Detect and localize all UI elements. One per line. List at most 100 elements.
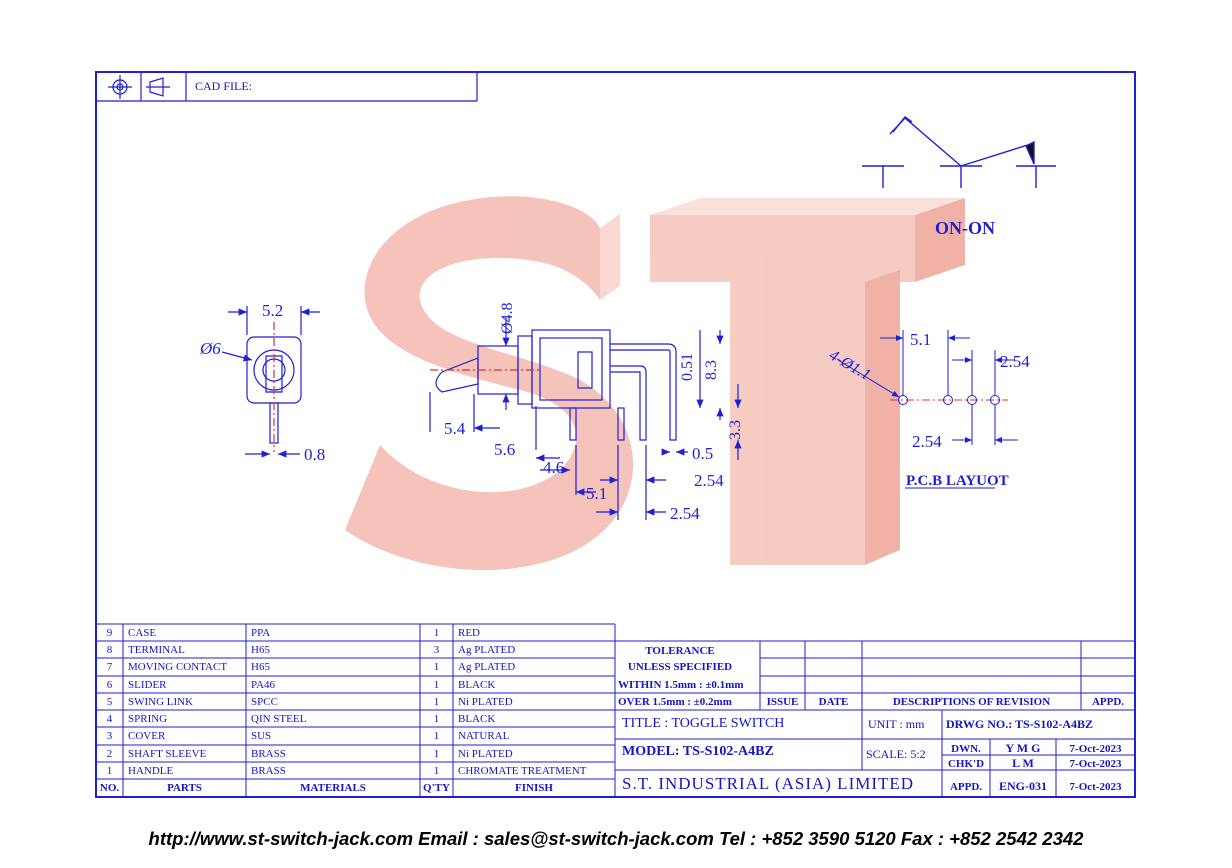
footer-contact: http://www.st-switch-jack.com Email : sa… — [148, 828, 1084, 849]
parts-cell-part: MOVING CONTACT — [128, 661, 228, 673]
parts-header-material: MATERIALS — [300, 782, 366, 794]
parts-header-no: NO. — [99, 782, 120, 794]
rev-appd: APPD. — [1091, 696, 1125, 708]
parts-cell-part: CASE — [128, 627, 157, 639]
parts-cell-material: BRASS — [251, 748, 286, 760]
dim-p254b: 2.54 — [670, 504, 700, 523]
dim-l46: 4.6 — [543, 458, 564, 477]
parts-cell-material: QIN STEEL — [251, 713, 307, 725]
tolerance-line3: WITHIN 1.5mm : ±0.1mm — [618, 679, 744, 691]
dim-h33: 3.3 — [727, 420, 744, 440]
parts-cell-no: 1 — [106, 765, 113, 777]
parts-cell-no: 5 — [106, 696, 113, 708]
rev-desc: DESCRIPTIONS OF REVISION — [892, 696, 1051, 708]
rev-date: DATE — [818, 696, 849, 708]
appd-date: 7-Oct-2023 — [1069, 781, 1122, 793]
parts-cell-material: PPA — [251, 627, 271, 639]
parts-cell-qty: 1 — [433, 696, 440, 708]
dim-dia48: Ø4.8 — [499, 302, 516, 334]
appd-label: APPD. — [949, 781, 983, 793]
chk-date: 7-Oct-2023 — [1069, 758, 1122, 770]
tolerance-line4: OVER 1.5mm : ±0.2mm — [618, 696, 732, 708]
pcb-hole — [990, 395, 1000, 405]
parts-header-part: PARTS — [167, 782, 202, 794]
parts-cell-qty: 1 — [433, 661, 440, 673]
dwn-date: 7-Oct-2023 — [1069, 743, 1122, 755]
parts-cell-finish: Ni PLATED — [458, 748, 513, 760]
pcb-layout — [837, 330, 1018, 489]
parts-header-finish: FINISH — [515, 782, 553, 794]
parts-cell-material: H65 — [251, 661, 270, 673]
parts-cell-finish: Ni PLATED — [458, 696, 513, 708]
side-view — [429, 318, 742, 520]
parts-cell-part: HANDLE — [128, 765, 174, 777]
circuit-label: ON-ON — [935, 218, 995, 238]
parts-cell-part: SWING LINK — [128, 696, 194, 708]
parts-cell-material: H65 — [251, 644, 270, 656]
parts-cell-no: 7 — [106, 661, 113, 673]
dim-h051: 0.51 — [679, 353, 696, 381]
pcb-dim-a: 5.1 — [910, 330, 931, 349]
parts-cell-qty: 1 — [433, 765, 440, 777]
title-block-grid — [96, 623, 1135, 797]
dim-h83: 8.3 — [703, 360, 720, 380]
parts-cell-no: 2 — [106, 748, 113, 760]
parts-cell-qty: 1 — [433, 730, 440, 742]
company-name: S.T. INDUSTRIAL (ASIA) LIMITED — [622, 774, 915, 793]
model-text: MODEL: TS-S102-A4BZ — [622, 744, 774, 759]
chk-label: CHK'D — [947, 758, 985, 770]
parts-cell-no: 8 — [106, 644, 113, 656]
tolerance-line2: UNLESS SPECIFIED — [627, 661, 733, 673]
pcb-hole — [943, 395, 953, 405]
appd-name: ENG-031 — [999, 779, 1047, 793]
dim-l56: 5.6 — [494, 440, 515, 459]
tolerance-line1: TOLERANCE — [645, 645, 715, 657]
st-watermark: ST — [345, 196, 965, 571]
dim-p254a: 2.54 — [694, 471, 724, 490]
parts-cell-qty: 1 — [433, 679, 440, 691]
parts-cell-no: 6 — [106, 679, 113, 691]
parts-cell-qty: 1 — [433, 713, 440, 725]
parts-cell-qty: 3 — [433, 644, 440, 656]
parts-cell-qty: 1 — [433, 627, 440, 639]
parts-cell-material: PA46 — [251, 679, 276, 691]
dim-front-width: 5.2 — [262, 301, 283, 320]
title-text: TITLE : TOGGLE SWITCH — [622, 716, 785, 731]
pcb-hole — [898, 395, 908, 405]
pcb-title: P.C.B LAYUOT — [906, 473, 1009, 489]
scale-text: SCALE: 5:2 — [866, 747, 926, 761]
parts-cell-finish: NATURAL — [458, 730, 510, 742]
parts-cell-part: SHAFT SLEEVE — [128, 748, 207, 760]
parts-cell-qty: 1 — [433, 748, 440, 760]
parts-cell-part: SPRING — [128, 713, 168, 725]
dwn-label: DWN. — [951, 743, 981, 755]
circuit-symbol — [862, 116, 1056, 188]
parts-cell-finish: BLACK — [458, 713, 496, 725]
parts-cell-part: SLIDER — [128, 679, 167, 691]
cad-file-label: CAD FILE: — [195, 79, 252, 93]
parts-cell-finish: Ag PLATED — [458, 644, 516, 656]
dwn-name: Y M G — [1005, 741, 1041, 755]
parts-cell-material: BRASS — [251, 765, 286, 777]
dim-p51: 5.1 — [586, 484, 607, 503]
pcb-hole — [967, 395, 977, 405]
front-view — [221, 306, 320, 458]
parts-cell-finish: CHROMATE TREATMENT — [458, 765, 587, 777]
parts-cell-material: SUS — [251, 730, 272, 742]
chk-name: L M — [1012, 756, 1034, 770]
unit-text: UNIT : mm — [868, 717, 925, 731]
pcb-dim-b: 2.54 — [1000, 352, 1030, 371]
drwg-no: DRWG NO.: TS-S102-A4BZ — [946, 717, 1094, 731]
dim-front-pin: 0.8 — [304, 445, 325, 464]
parts-cell-no: 9 — [106, 627, 113, 639]
dim-front-dia: Ø6 — [199, 339, 221, 358]
parts-header-qty: Q'TY — [423, 782, 450, 794]
parts-cell-no: 3 — [106, 730, 113, 742]
parts-cell-no: 4 — [106, 713, 113, 725]
header-strip — [96, 72, 478, 102]
parts-cell-material: SPCC — [251, 696, 278, 708]
parts-cell-part: COVER — [128, 730, 166, 742]
rev-issue: ISSUE — [766, 696, 799, 708]
